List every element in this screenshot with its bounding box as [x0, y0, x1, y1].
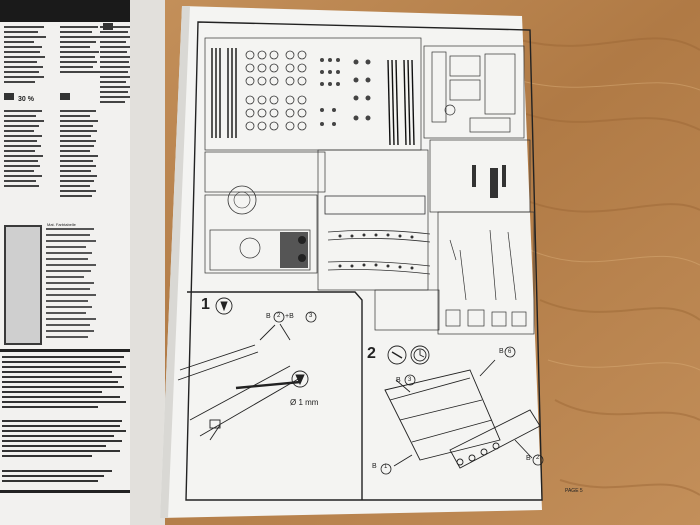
step1-part-2: 2 — [277, 313, 281, 319]
step1-part-b: B — [266, 313, 271, 320]
step2-callout-b2-letter: B — [526, 455, 531, 462]
step-1-number: 1 — [201, 296, 210, 313]
step2-callout-b3-letter: B — [396, 377, 401, 384]
step-2-diagram — [384, 345, 541, 469]
left-instruction-page: 30 % Mat. Farbtabelle — [0, 0, 165, 525]
step1-part-plus-b: +B — [285, 313, 294, 320]
step1-dimension: Ø 1 mm — [290, 398, 319, 407]
parts-sprue-diagram — [204, 37, 535, 335]
step-1-diagram — [177, 297, 309, 441]
step-2-number: 2 — [367, 345, 376, 362]
legend-title: Mat. Farbtabelle — [47, 222, 76, 227]
page-number: PAGE 5 — [565, 488, 583, 494]
step2-callout-b3-num: 3 — [408, 377, 412, 383]
step1-part-3: 3 — [309, 313, 313, 319]
percent-label: 30 % — [18, 96, 34, 103]
step2-part-top-b: B — [499, 348, 504, 355]
step2-callout-b1-num: 1 — [384, 464, 388, 470]
instruction-sheet-page-5 — [160, 6, 544, 518]
step2-callout-b2-num: 2 — [536, 455, 540, 461]
step2-callout-b1-letter: B — [372, 463, 377, 470]
step2-part-top-num: 6 — [508, 349, 512, 355]
